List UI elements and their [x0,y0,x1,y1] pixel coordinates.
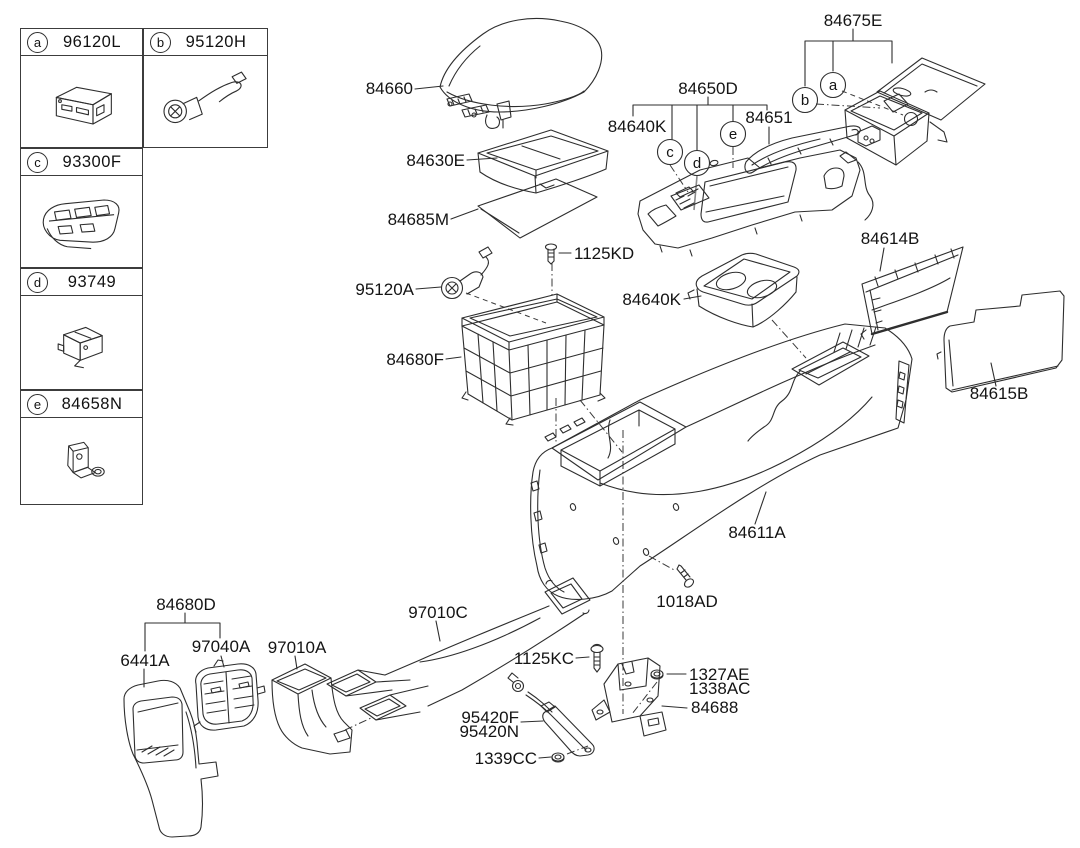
label-84640K: 84640K [622,290,681,309]
basket-84680F-drawing [461,293,606,426]
label-84675E: 84675E [824,11,883,30]
label-95120A: 95120A [355,280,414,299]
legend-letter-e: e [27,393,48,415]
label-1339CC: 1339CC [475,749,537,768]
callout-b: b [791,86,819,114]
bracket-84688-drawing [591,657,667,737]
label-84630E: 84630E [406,151,465,170]
label-84680F: 84680F [386,350,444,369]
label-84688: 84688 [691,698,738,717]
callout-d-letter: d [693,155,701,172]
console-body-84611A-drawing [530,323,913,600]
callout-c: c [656,138,684,166]
legend-cell-a: a 96120L [20,28,143,148]
callout-a-letter: a [829,77,838,94]
label-1018AD: 1018AD [656,592,717,611]
power-outlet-cable-icon [162,71,247,123]
label-97010C: 97010C [408,603,468,622]
nut-1327AE-drawing [650,669,664,680]
label-1125KD: 1125KD [574,244,634,263]
label-1327AE: 1327AE [689,665,750,684]
label-84614B: 84614B [861,229,920,248]
label-84660: 84660 [366,79,413,98]
trim-84651-drawing [744,125,861,174]
leader-lines [143,28,997,759]
legend-cell-d: d 93749 [20,268,143,390]
mat-84685M-drawing [477,178,598,239]
label-97040A: 97040A [192,637,251,656]
label-84615B: 84615B [970,384,1029,403]
screw-1125KD-drawing [544,243,558,265]
sensor-95420-drawing [507,672,595,757]
nut-1339CC-drawing [551,752,565,763]
floor-duct-97010C-drawing [326,577,591,721]
tray-84630E-drawing [477,129,609,194]
usb-charger-icon [55,86,112,125]
console-cover-84650D-drawing [637,149,874,257]
legend-cell-e: e 84658N [20,390,143,505]
callout-d: d [683,149,711,177]
label-1125KC: 1125KC [514,649,574,668]
cup-holder-84640K-drawing [687,252,800,328]
screw-1125KC-drawing [590,643,604,673]
label-6441A: 6441A [120,651,170,670]
label-84611A: 84611A [728,523,786,542]
legend-letter-c: c [27,151,48,173]
legend-cell-c: c 93300F [20,148,143,268]
legend-cell-b: b 95120H [143,28,268,148]
callout-circles: a b c d e [656,71,847,177]
side-panel-84614B-drawing [860,246,964,340]
clip-bracket-icon [66,441,105,479]
socket-wiring-95120A-drawing [440,246,493,300]
switch-module-icon [57,326,103,368]
label-1338AC: 1338AC [689,679,750,698]
label-84680D: 84680D [156,595,216,614]
label-84685M: 84685M [388,210,449,229]
legend-partno-e: 84658N [61,394,123,413]
callout-e: e [719,120,747,148]
callout-a: a [819,71,847,99]
projection-lines [344,90,904,755]
rear-duct-97010A-drawing [271,663,353,755]
rear-cover-6441A-drawing [123,679,219,838]
legend-letter-d: d [27,271,48,293]
legend-letter-b: b [150,31,171,53]
legend-partno-d: 93749 [67,272,117,291]
callout-c-letter: c [666,144,674,161]
rear-vent-97040A-drawing [193,659,266,733]
legend-partno-b: 95120H [185,32,247,51]
label-95420N: 95420N [459,722,519,741]
label-84640K-top: 84640K [608,117,667,136]
legend-letter-a: a [27,31,48,53]
legend-partno-c: 93300F [62,152,122,171]
legend-partno-a: 96120L [62,32,122,51]
label-84650D: 84650D [678,79,738,98]
screw-1018AD-drawing [676,564,695,588]
part-labels: 84660 84630E 84685M 1125KD 95120A 84680F… [120,11,1028,768]
switch-assembly-icon [42,198,120,249]
label-84651: 84651 [745,108,792,127]
side-cover-84615B-drawing [936,290,1065,393]
armrest-84660-drawing [439,17,603,129]
tray-box-84675E-drawing [839,57,986,166]
label-97010A: 97010A [268,638,327,657]
callout-e-letter: e [729,126,737,143]
callout-b-letter: b [801,92,809,109]
label-95420F: 95420F [461,708,519,727]
